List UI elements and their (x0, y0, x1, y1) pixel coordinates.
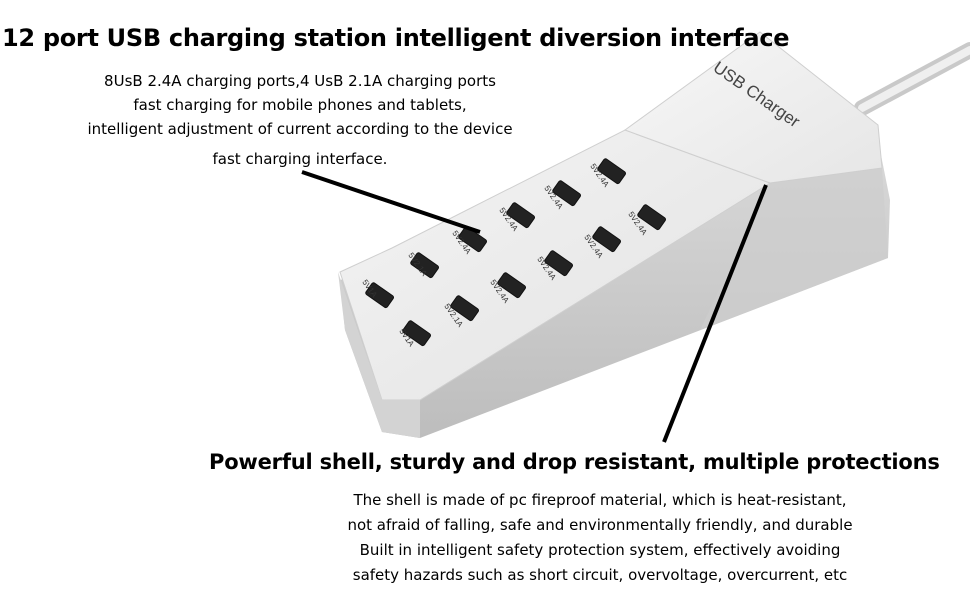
callout-line-shell (662, 184, 768, 443)
usb-port-8 (450, 295, 480, 322)
charger-head-side (700, 168, 888, 330)
usb-port-10 (544, 250, 574, 277)
charger-head (623, 31, 883, 184)
shell-heading: Powerful shell, sturdy and drop resistan… (209, 450, 940, 474)
usb-port-6 (597, 158, 627, 185)
usb-port-9 (497, 272, 527, 299)
bottom-description-line: safety hazards such as short circuit, ov… (352, 566, 848, 584)
bottom-description-line: not afraid of falling, safe and environm… (347, 516, 853, 534)
usb-port-2 (410, 252, 440, 279)
top-description-line: fast charging for mobile phones and tabl… (133, 96, 467, 114)
top-description-line: 8UsB 2.4A charging ports,4 UsB 2.1A char… (104, 72, 496, 90)
bottom-description-line: Built in intelligent safety protection s… (359, 541, 841, 559)
power-cable (854, 42, 970, 116)
usb-port-1 (365, 282, 395, 309)
top-description-line: intelligent adjustment of current accord… (87, 120, 513, 138)
usb-port-11 (592, 226, 622, 253)
usb-port-group (365, 158, 667, 347)
usb-port-7 (402, 320, 432, 347)
page-title: 12 port USB charging station intelligent… (2, 24, 790, 52)
usb-port-5 (552, 180, 582, 207)
usb-port-12 (637, 204, 667, 231)
top-description-line: fast charging interface. (212, 150, 388, 168)
callout-line-ports (301, 170, 481, 234)
bottom-description: The shell is made of pc fireproof materi… (230, 488, 970, 588)
usb-port-3 (458, 226, 488, 253)
bottom-description-line: The shell is made of pc fireproof materi… (353, 491, 847, 509)
usb-port-4 (506, 202, 536, 229)
top-description: 8UsB 2.4A charging ports,4 UsB 2.1A char… (20, 69, 580, 171)
charger-end-face (338, 272, 420, 438)
